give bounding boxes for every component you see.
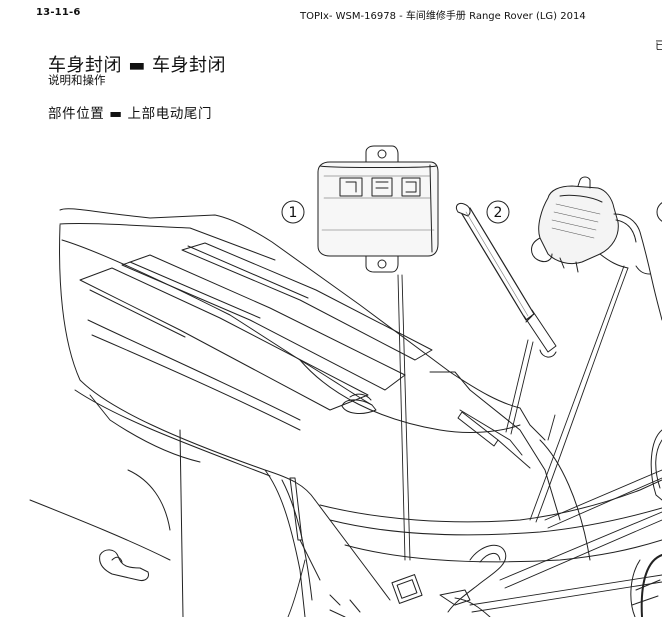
document-title: TOPIx- WSM-16978 - 车间维修手册 Range Rover (L… <box>300 11 586 22</box>
leader-lines <box>287 265 662 617</box>
installed-strut <box>289 411 531 581</box>
rear-tailgate <box>29 371 662 617</box>
section-title: 部件位置 ▬ 上部电动尾门 <box>48 106 213 122</box>
callout-2 <box>486 200 510 224</box>
page-subtitle: 说明和操作 <box>48 73 106 87</box>
tailgate-gas-strut <box>455 203 557 358</box>
roof-panels <box>79 242 433 431</box>
callout-3-partial <box>656 202 662 222</box>
tailgate-control-module <box>317 145 439 273</box>
callout-1 <box>281 200 305 224</box>
page-number: 13-11-6 <box>36 7 81 18</box>
rear-light-fragment <box>630 429 662 617</box>
tailgate-latch-motor <box>531 176 662 321</box>
header-right-fragment: 已 <box>655 39 662 52</box>
wiring-harness <box>329 544 507 617</box>
callout-1-label: 1 <box>289 205 298 221</box>
callout-2-label: 2 <box>494 205 503 221</box>
page-title: 车身封闭 ▬ 车身封闭 <box>48 55 226 76</box>
vehicle-roof-outline <box>59 208 546 501</box>
door-handle <box>99 549 149 581</box>
